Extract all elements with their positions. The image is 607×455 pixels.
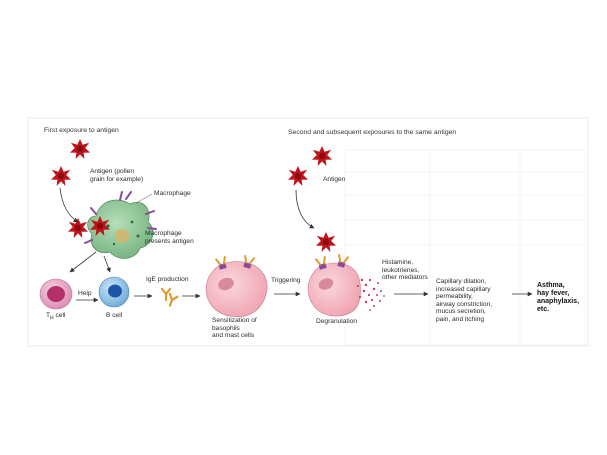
macrophage-cell	[84, 191, 157, 259]
macrophage-label: Macrophage	[154, 190, 191, 197]
antigen-star-icon	[68, 218, 88, 238]
released-granules	[357, 278, 385, 311]
first-exposure-label: First exposure to antigen	[44, 127, 119, 134]
degranulation-label: Degranulation	[316, 318, 358, 325]
antigen-bridging-icon	[316, 232, 336, 252]
help-label: Help	[78, 290, 92, 297]
b-cell	[98, 276, 130, 308]
sensitization-label: Sensitization of basophils and mast cell…	[212, 317, 257, 340]
antigen-pollen-label: Antigen (pollen grain for example)	[90, 168, 144, 183]
ige-production-label: IgE production	[146, 276, 189, 283]
triggering-label: Triggering	[271, 277, 301, 284]
arrow-antigen-to-mast	[295, 189, 315, 229]
antigen-label: Antigen	[323, 176, 346, 183]
page-edge	[27, 117, 589, 347]
ige-antibody-icon	[165, 292, 179, 309]
b-cell-label: B cell	[106, 312, 123, 319]
th-cell	[39, 278, 73, 310]
macrophage-presents-label: Macrophage presents antigen	[145, 230, 194, 245]
th-cell-label-sub: H	[50, 315, 54, 322]
background-table-ghost	[344, 149, 586, 346]
outcomes-label: Asthma, hay fever, anaphylaxis, etc.	[537, 282, 580, 313]
th-cell-label: TH cell	[46, 312, 65, 323]
antigen-star-icon	[51, 166, 71, 186]
mediators-label: Histamine, leukotrienes, other mediators	[382, 259, 428, 282]
effects-label: Capillary dilation, increased capillary …	[436, 278, 493, 323]
antigen-star-icon	[312, 146, 332, 166]
th-cell-label-rest: cell	[53, 312, 66, 319]
sensitized-mast-cell	[205, 261, 268, 318]
th-cell-label-main: T	[46, 312, 51, 319]
ige-antibody-icon	[160, 287, 172, 302]
arrow-macrophage-to-b	[103, 255, 111, 273]
arrow-macrophage-to-th	[69, 251, 97, 273]
arrow-antigen-to-macrophage	[59, 187, 79, 223]
macrophage-pointer-line	[135, 193, 153, 204]
antigen-star-icon	[288, 166, 308, 186]
subsequent-exposure-label: Second and subsequent exposures to the s…	[288, 129, 457, 136]
antigen-star-icon	[70, 139, 90, 159]
degranulating-mast-cell	[307, 262, 361, 317]
